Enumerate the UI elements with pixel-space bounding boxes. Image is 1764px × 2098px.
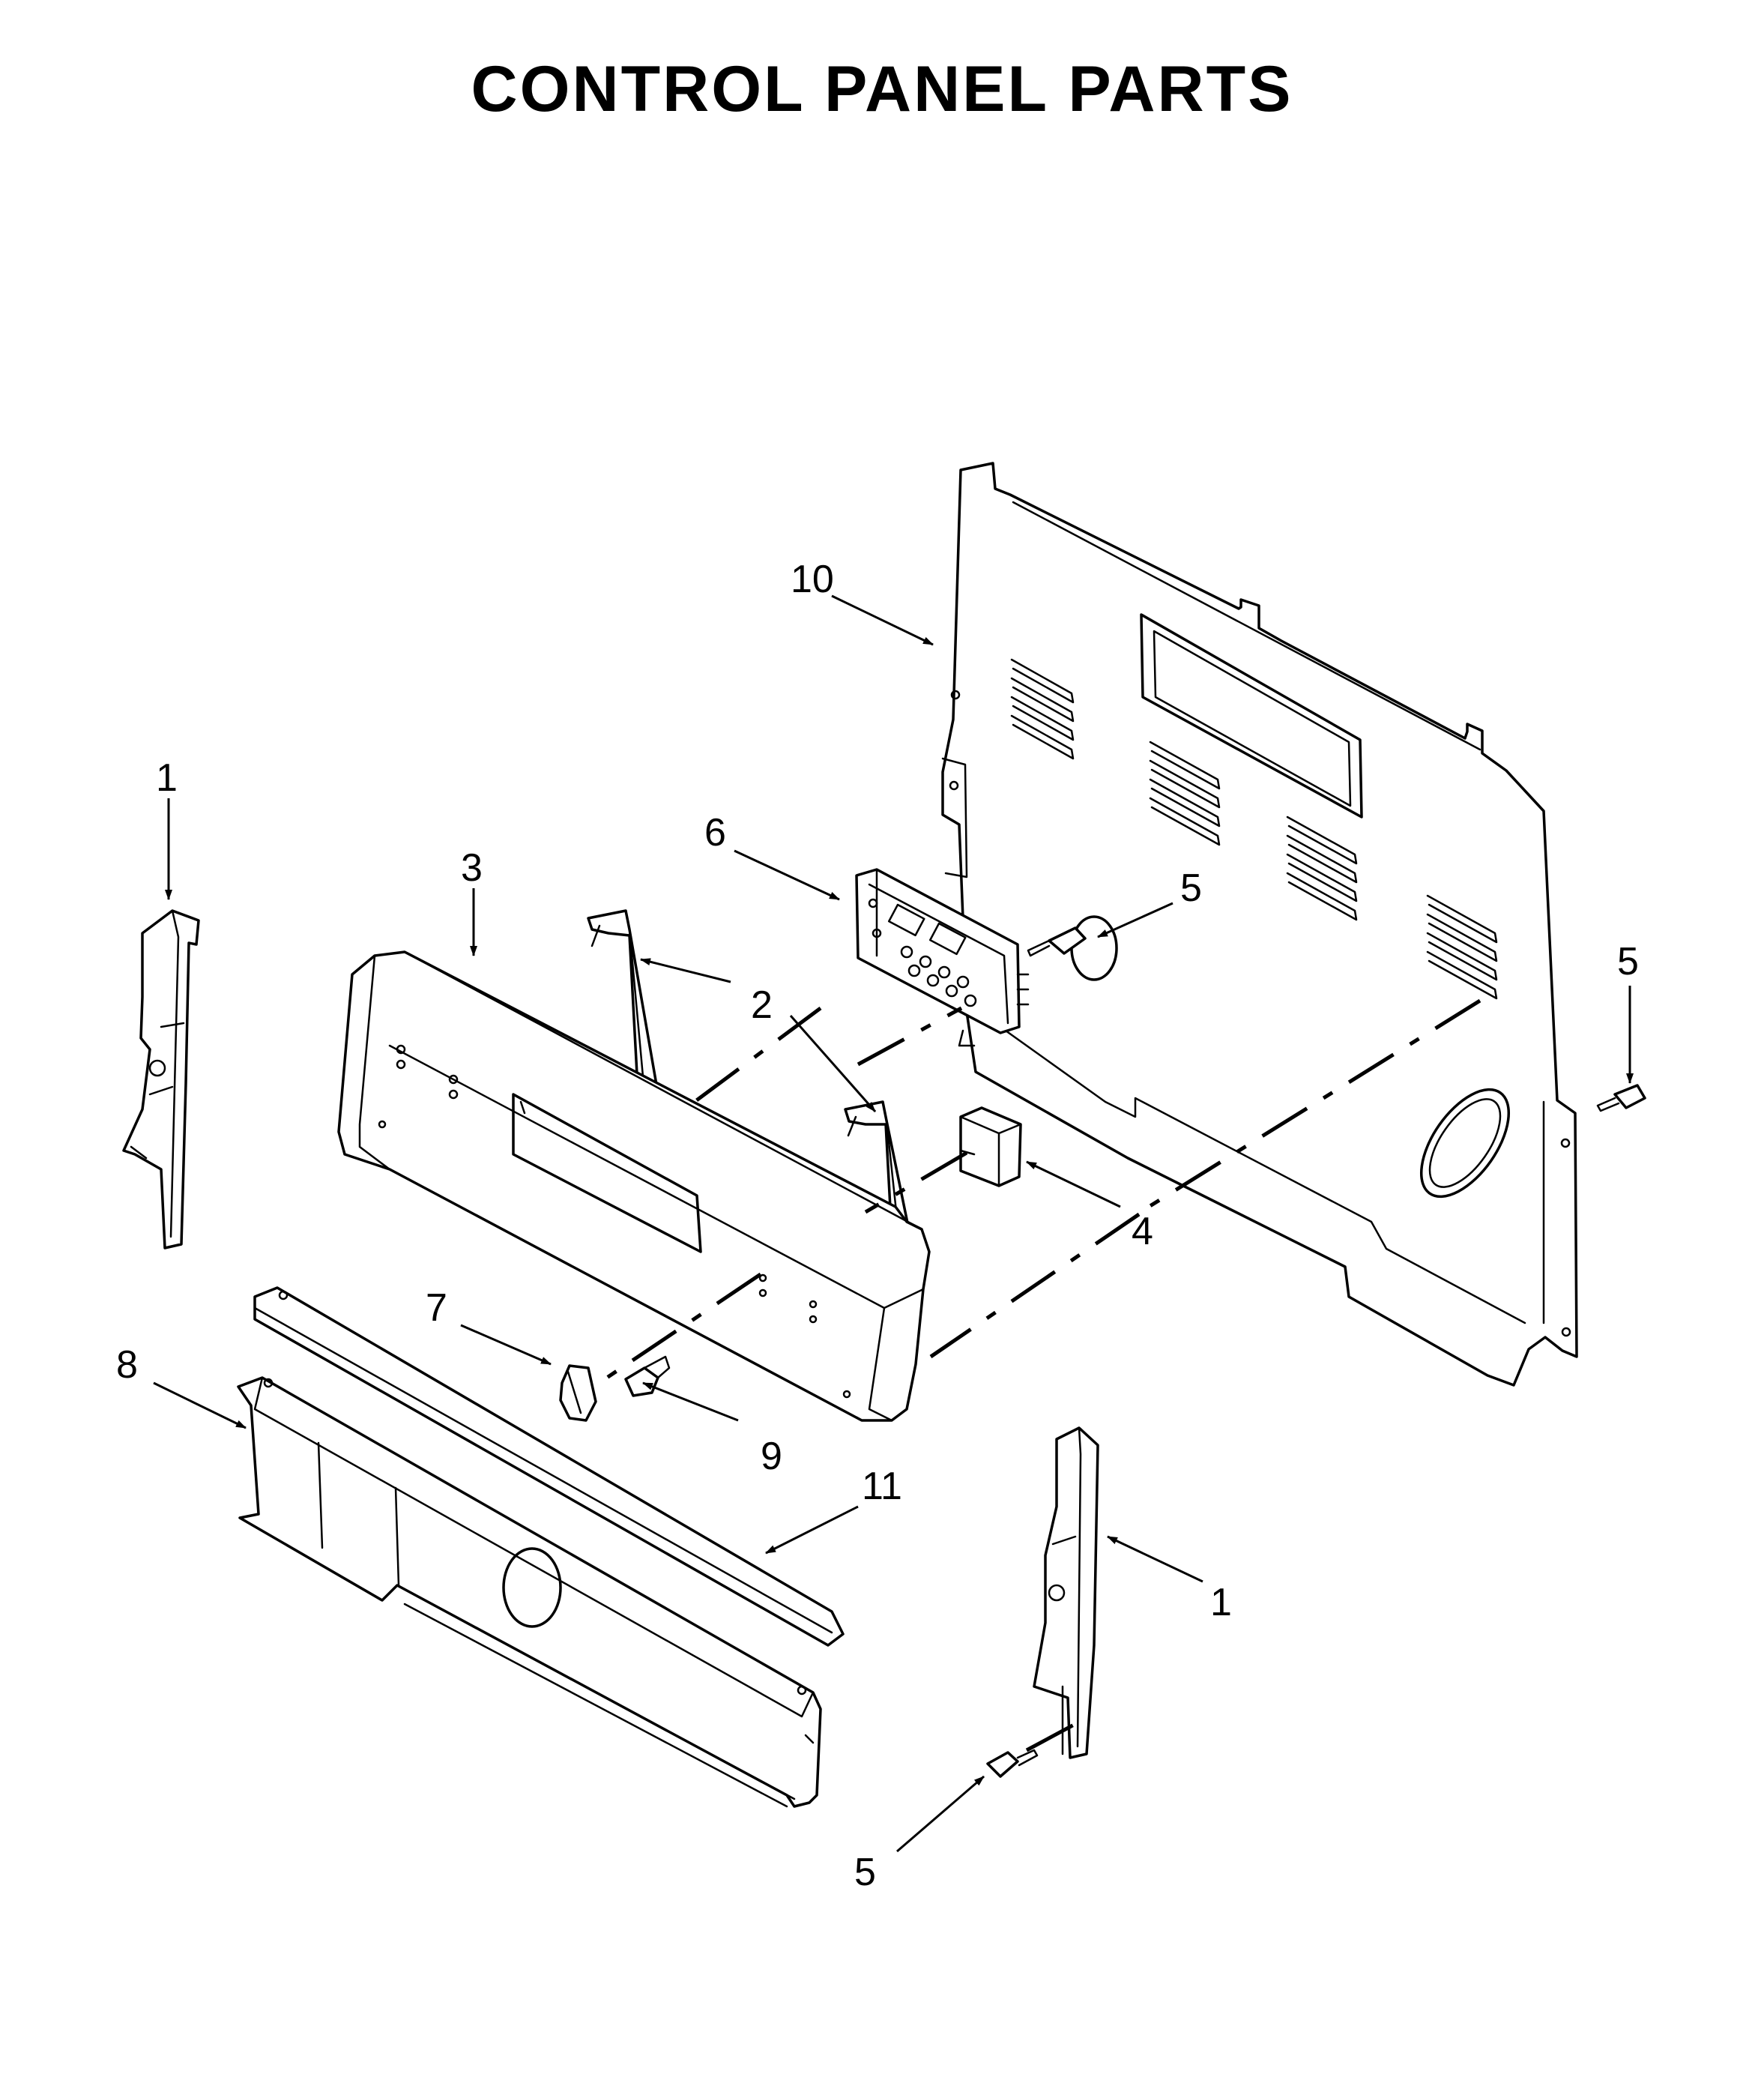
screw-right-part	[1596, 1084, 1646, 1112]
callout-screw-right: 5	[1617, 940, 1639, 983]
page-title: CONTROL PANEL PARTS	[471, 53, 1293, 125]
manifold-panel-part	[237, 1376, 822, 1808]
callout-bracket: 2	[751, 983, 773, 1027]
callout-screw-control: 5	[1180, 866, 1202, 910]
knob-part	[559, 1364, 597, 1422]
callout-side-trim-right: 1	[1210, 1581, 1232, 1624]
screw-control-part	[1027, 926, 1087, 957]
rear-panel-part	[941, 462, 1578, 1387]
side-trim-right-part	[1033, 1426, 1099, 1759]
alignment-lines	[594, 998, 1481, 1752]
screw-bottom-part	[986, 1749, 1039, 1778]
callout-side-trim-left: 1	[156, 756, 178, 800]
side-trim-left-part	[122, 909, 200, 1250]
support-part	[253, 1286, 845, 1647]
callout-console: 3	[461, 846, 483, 890]
control-board-part	[855, 868, 1030, 1047]
switch-part	[959, 1106, 1022, 1187]
callout-rear-panel: 10	[791, 558, 834, 601]
callout-support: 11	[862, 1465, 902, 1508]
callout-switch: 4	[1132, 1210, 1153, 1253]
leader-lines	[153, 594, 1634, 1853]
callout-knob: 7	[426, 1286, 447, 1330]
callout-control-board: 6	[704, 811, 726, 854]
console-part	[337, 950, 931, 1422]
callout-manifold-panel: 8	[116, 1343, 138, 1387]
callout-screw-bottom: 5	[854, 1851, 876, 1894]
callout-nut: 9	[761, 1435, 782, 1478]
